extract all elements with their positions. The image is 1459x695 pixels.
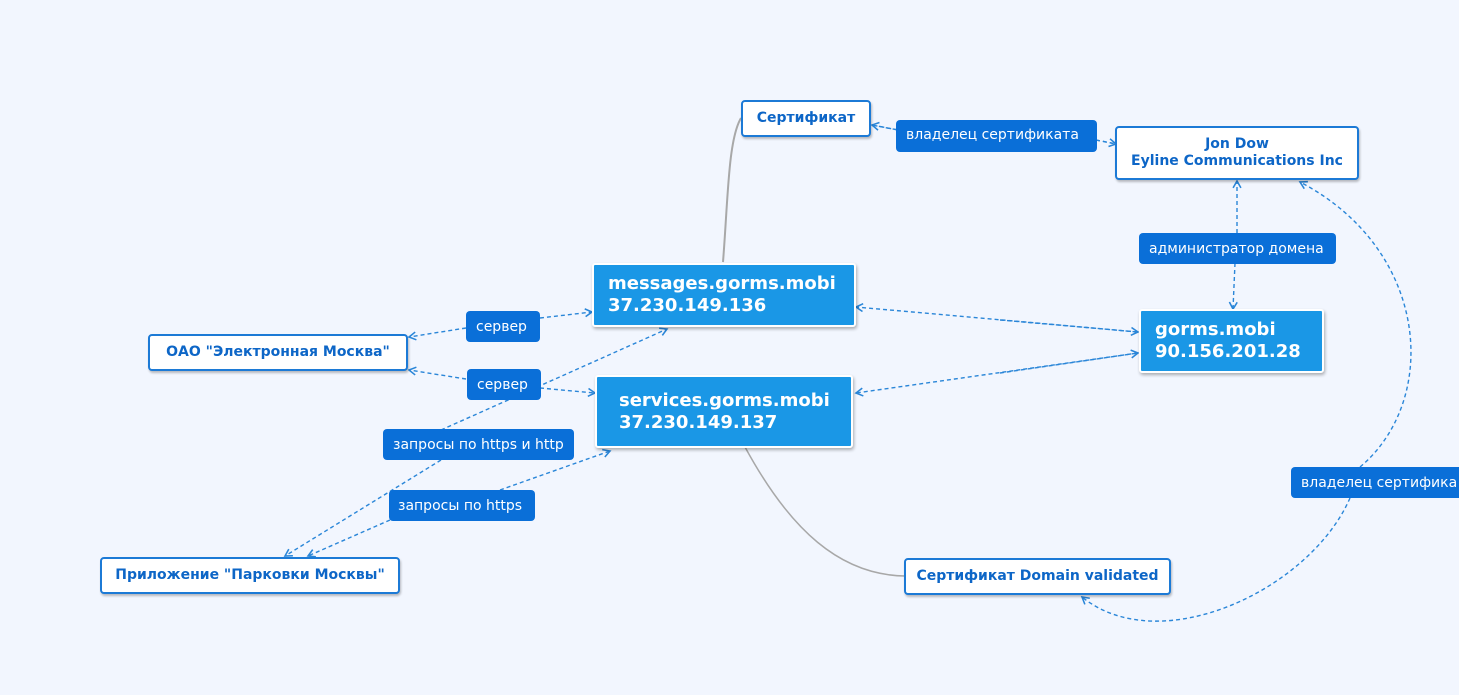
domain-hostname: gorms.mobi bbox=[1155, 319, 1276, 340]
messages-ip: 37.230.149.136 bbox=[608, 295, 767, 316]
connector-cert-owner-curve-up bbox=[1298, 180, 1412, 468]
oao-node-label: ОАО "Электронная Москва" bbox=[166, 344, 390, 360]
messages-server-node[interactable]: messages.gorms.mobi 37.230.149.136 bbox=[592, 263, 856, 327]
label-certificate-owner-text: владелец сертификата bbox=[906, 127, 1079, 143]
label-server-1-text: сервер bbox=[476, 318, 527, 335]
label-server-1[interactable]: сервер bbox=[466, 311, 540, 342]
label-domain-admin[interactable]: администратор домена bbox=[1139, 233, 1336, 264]
services-server-node[interactable]: services.gorms.mobi 37.230.149.137 bbox=[595, 375, 853, 448]
branch-line-messages-certificate bbox=[722, 117, 742, 263]
owner-node[interactable]: Jon Dow Eyline Communications Inc bbox=[1115, 126, 1359, 180]
label-domain-admin-text: администратор домена bbox=[1149, 240, 1324, 257]
dv-certificate-node-label: Сертификат Domain validated bbox=[916, 568, 1159, 584]
label-certificate-owner[interactable]: владелец сертификата bbox=[896, 120, 1097, 152]
connector-https-services bbox=[499, 448, 612, 491]
connector-https-app bbox=[306, 519, 391, 558]
label-certificate-owner-clipped[interactable]: владелец сертифика bbox=[1291, 467, 1459, 498]
label-https-and-http[interactable]: запросы по https и http bbox=[383, 429, 574, 460]
connector-cert-owner-arrow-left bbox=[870, 121, 899, 131]
services-ip: 37.230.149.137 bbox=[619, 411, 778, 433]
certificate-node-label: Сертификат bbox=[756, 110, 856, 126]
connector-services-domain-end bbox=[999, 349, 1140, 374]
connector-messages-domain-end bbox=[999, 319, 1140, 337]
dv-certificate-node[interactable]: Сертификат Domain validated bbox=[904, 558, 1171, 595]
connector-server2-services bbox=[539, 387, 597, 397]
label-server-2[interactable]: сервер bbox=[467, 369, 541, 400]
connector-domain-admin-down bbox=[1228, 262, 1238, 311]
connector-server1-oao bbox=[407, 327, 467, 341]
owner-company: Eyline Communications Inc bbox=[1131, 153, 1343, 169]
app-node-label: Приложение "Парковки Москвы" bbox=[115, 567, 385, 583]
label-server-2-text: сервер bbox=[477, 376, 528, 393]
domain-node[interactable]: gorms.mobi 90.156.201.28 bbox=[1139, 309, 1324, 373]
messages-hostname: messages.gorms.mobi bbox=[608, 273, 836, 294]
connector-cert-owner-curve-down bbox=[1080, 497, 1351, 622]
connector-httpshttp-app bbox=[283, 459, 442, 557]
connector-services-domain bbox=[854, 352, 1139, 397]
label-https-and-http-text: запросы по https и http bbox=[393, 436, 564, 453]
connector-httpshttp-messages bbox=[440, 327, 669, 431]
connector-cert-owner-arrow-right bbox=[1095, 138, 1118, 148]
domain-ip: 90.156.201.28 bbox=[1155, 341, 1301, 362]
label-https-text: запросы по https bbox=[398, 497, 523, 514]
connector-messages-domain bbox=[854, 302, 1139, 333]
services-hostname: services.gorms.mobi bbox=[619, 389, 830, 411]
connector-server1-messages bbox=[539, 308, 594, 319]
branch-line-services-dvcert bbox=[744, 446, 906, 577]
label-https[interactable]: запросы по https bbox=[389, 490, 535, 521]
app-node[interactable]: Приложение "Парковки Москвы" bbox=[100, 557, 400, 594]
oao-node[interactable]: ОАО "Электронная Москва" bbox=[148, 334, 408, 371]
owner-name: Jon Dow bbox=[1205, 136, 1269, 152]
connector-server2-oao bbox=[407, 366, 467, 380]
certificate-node[interactable]: Сертификат bbox=[741, 100, 871, 137]
label-certificate-owner-clipped-text: владелец сертифика bbox=[1301, 474, 1458, 491]
